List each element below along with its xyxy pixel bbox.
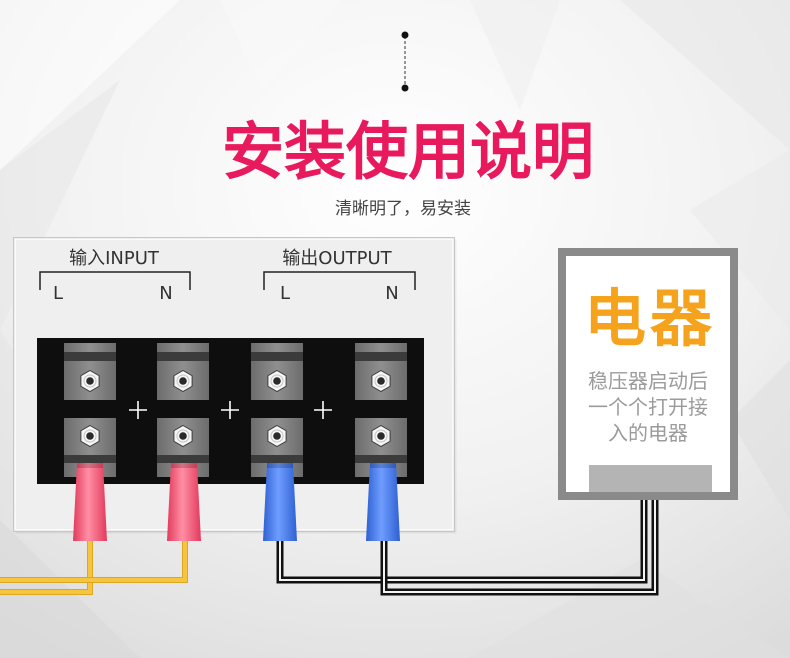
screw-icon <box>267 425 287 447</box>
connector-input-l <box>73 463 107 541</box>
connector-lip <box>370 463 396 468</box>
screw-icon <box>371 425 391 447</box>
wire-input-l <box>0 538 92 594</box>
appliance-base-strip <box>589 465 712 492</box>
input-bracket <box>39 271 191 290</box>
connector-lip <box>267 463 293 468</box>
background-facet <box>470 560 790 658</box>
screw-icon <box>267 370 287 392</box>
terminal-clamp-band <box>64 352 116 361</box>
wire-output-l-core <box>279 499 645 581</box>
terminal-clamp-band <box>157 352 209 361</box>
terminal-label-input-n: N <box>159 283 172 304</box>
terminal-clamp-band <box>355 352 407 361</box>
appliance-note-line: 稳压器启动后 <box>588 369 708 393</box>
connector-output-n <box>366 463 400 541</box>
connector-sleeve <box>167 463 201 541</box>
screw-icon <box>80 425 100 447</box>
plus-separators <box>129 401 332 419</box>
output-label: 输出OUTPUT <box>282 248 392 269</box>
divider-dot-bottom <box>401 84 409 92</box>
plus-separator-icon <box>129 401 147 419</box>
terminal-clamp-band <box>64 455 116 463</box>
terminal-clamp-band <box>355 455 407 463</box>
screw-icon <box>173 370 193 392</box>
terminal-label-output-l: L <box>280 283 290 304</box>
screw-icon <box>80 370 100 392</box>
input-wires <box>0 538 188 595</box>
connector-lip <box>77 463 103 468</box>
appliance-screen <box>566 256 730 492</box>
background-facet <box>730 360 790 520</box>
background-facet <box>690 150 790 330</box>
appliance-title: 电器 <box>584 282 716 355</box>
background-facet <box>470 0 560 110</box>
page-subtitle: 清晰明了，易安装 <box>335 199 471 219</box>
connector-output-l <box>263 463 297 541</box>
background-facet <box>220 0 340 92</box>
output-bracket <box>263 271 416 290</box>
output-wires <box>276 499 659 596</box>
terminal-column-output-n <box>355 343 407 477</box>
divider-dot-top <box>401 31 409 39</box>
terminal-panel-highlight <box>15 239 453 530</box>
connector-sleeve <box>366 463 400 541</box>
background-facet <box>620 0 790 150</box>
plus-separator-icon <box>221 401 239 419</box>
connector-sleeve <box>263 463 297 541</box>
background-facet <box>0 0 180 170</box>
terminal-label-output-n: N <box>385 283 398 304</box>
terminal-clamp-band <box>157 455 209 463</box>
connector-lip <box>171 463 197 468</box>
terminal-clamp-band <box>251 455 303 463</box>
terminal-clamp-band <box>251 352 303 361</box>
appliance-box: 电器 稳压器启动后 一个个打开接 入的电器 <box>558 248 738 500</box>
connector-sleeve <box>73 463 107 541</box>
screw-icon <box>371 370 391 392</box>
terminal-label-input-l: L <box>53 283 63 304</box>
input-label: 输入INPUT <box>69 248 160 269</box>
connectors <box>73 463 400 541</box>
screw-icon <box>173 425 193 447</box>
connector-input-n <box>167 463 201 541</box>
appliance-note-line: 入的电器 <box>608 421 688 445</box>
page-title: 安装使用说明 <box>222 115 594 188</box>
wire-input-n <box>0 538 187 582</box>
appliance-note-line: 一个个打开接 <box>588 395 708 419</box>
wire-output-n-core <box>383 499 656 593</box>
plus-separator-icon <box>314 401 332 419</box>
